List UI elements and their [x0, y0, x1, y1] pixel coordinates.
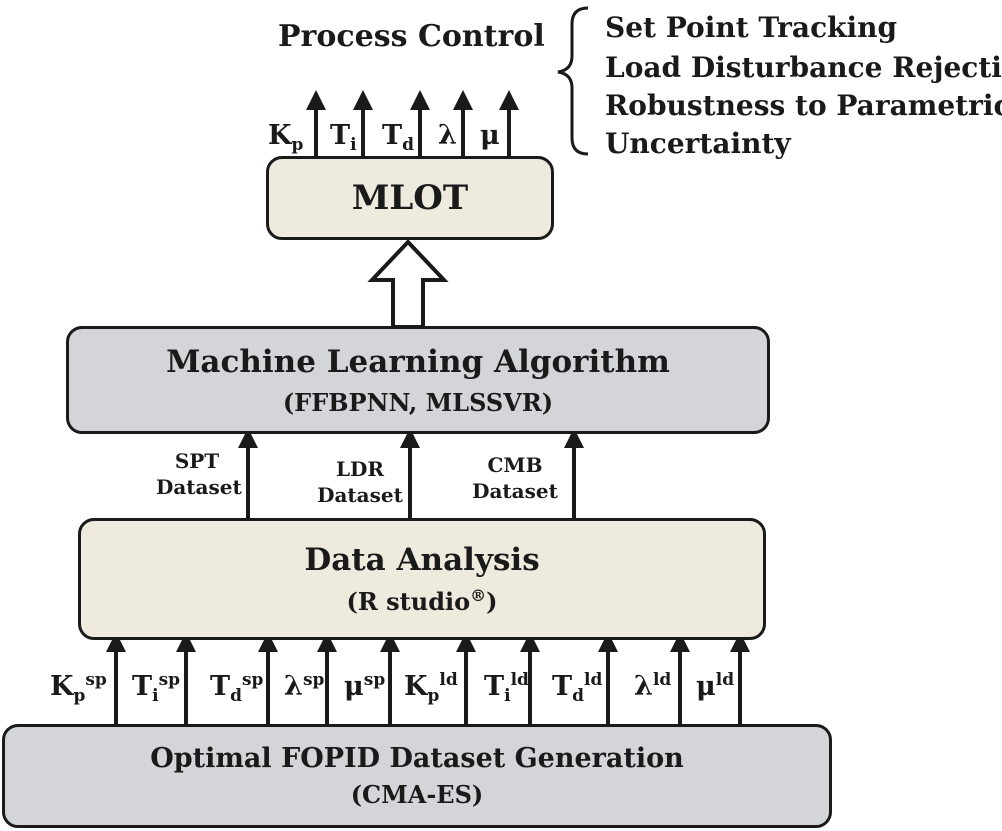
hollow-up-arrow	[367, 239, 449, 329]
param-label-kp-sp: Kpsp	[50, 670, 107, 706]
objective-set-point-tracking: Set Point Tracking	[605, 11, 898, 44]
objective-load-disturbance-rejection: Load Disturbance Rejection	[605, 51, 1002, 84]
objectives-brace	[557, 6, 589, 156]
dataset-generation-subtitle: (CMA-ES)	[350, 780, 484, 809]
output-label-lambda: λ	[438, 120, 457, 151]
mlot-label: MLOT	[351, 178, 469, 218]
data-analysis-subtitle: (R studio®)	[346, 586, 498, 616]
mlot-box: MLOT	[266, 156, 554, 240]
output-label-mu: μ	[480, 120, 500, 151]
mlot-output-arrows	[306, 90, 519, 158]
fopid-param-arrows	[106, 632, 750, 725]
ml-algorithm-title: Machine Learning Algorithm	[166, 343, 670, 380]
ml-algorithm-subtitle: (FFBPNN, MLSSVR)	[282, 387, 554, 417]
param-label-lambda-sp: λsp	[284, 670, 325, 702]
data-analysis-box: Data Analysis (R studio®)	[78, 518, 766, 640]
param-label-td-sp: Tdsp	[210, 670, 264, 706]
output-label-ti: Ti	[330, 120, 357, 155]
param-label-mu-sp: μsp	[344, 670, 386, 702]
process-control-title: Process Control	[278, 19, 545, 54]
data-analysis-title: Data Analysis	[304, 542, 540, 578]
dataset-generation-title: Optimal FOPID Dataset Generation	[150, 743, 684, 774]
param-label-ti-ld: Tild	[484, 670, 529, 706]
objective-robustness: Robustness to Parametric	[605, 89, 1002, 122]
param-label-mu-ld: μld	[696, 670, 735, 702]
param-label-td-ld: Tdld	[552, 670, 603, 706]
objective-uncertainty: Uncertainty	[605, 127, 791, 160]
output-label-kp: Kp	[268, 120, 304, 155]
output-label-td: Td	[382, 120, 414, 155]
ml-algorithm-box: Machine Learning Algorithm (FFBPNN, MLSS…	[66, 326, 770, 434]
dataset-arrows	[238, 428, 584, 520]
dataset-generation-box: Optimal FOPID Dataset Generation (CMA-ES…	[2, 724, 832, 828]
param-label-kp-ld: Kpld	[404, 670, 458, 706]
param-label-lambda-ld: λld	[634, 670, 672, 702]
param-label-ti-sp: Tisp	[132, 670, 181, 706]
